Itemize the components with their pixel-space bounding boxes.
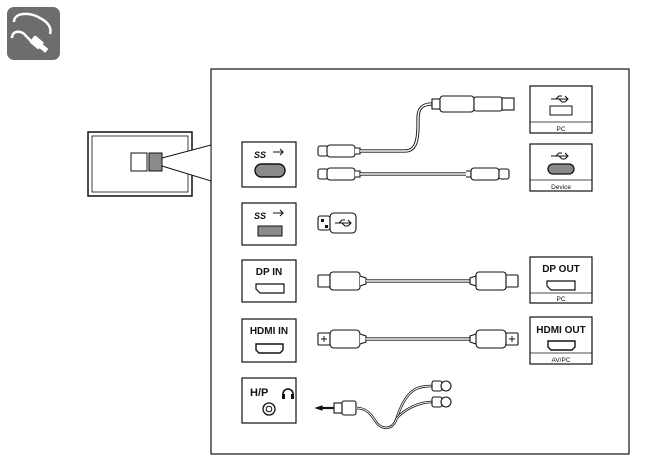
usb-c-to-a-cable (317, 95, 515, 158)
dp-out-label: DP OUT (542, 264, 580, 275)
usb-icon (551, 95, 569, 103)
headphone-symbol-icon (282, 388, 294, 397)
device-usb-c-box: Device (529, 143, 593, 192)
hdmi-out-box: HDMI OUT AV/PC (529, 316, 593, 365)
dp-in-label: DP IN (256, 267, 283, 278)
hdmi-in-port-box: HDMI IN (241, 318, 297, 363)
usb-icon (335, 219, 352, 227)
hdmi-out-label: HDMI OUT (536, 325, 585, 336)
displayport-cable (317, 271, 519, 291)
usb-c-port-box: SS (241, 141, 297, 188)
hdmi-in-label: HDMI IN (250, 326, 288, 337)
usb-a-usb-symbol (273, 209, 284, 217)
usb-c-port-icon (254, 163, 286, 178)
pc-usb-box: PC (529, 85, 593, 134)
pc-usb-caption: PC (556, 126, 565, 133)
usb-a-ss-label: SS (254, 211, 266, 221)
dp-in-port-box: DP IN (241, 259, 297, 303)
earphone-cable (314, 380, 452, 429)
usb-a-port-icon (257, 225, 283, 237)
usb-c-usb-symbol (273, 148, 284, 156)
usb-icon (551, 152, 569, 160)
device-usb-c-caption: Device (551, 184, 571, 191)
usb-c-to-c-cable (317, 167, 510, 181)
port-cluster-icon (130, 152, 148, 172)
usb-c-ss-label: SS (254, 150, 266, 160)
displayport-icon (255, 283, 285, 294)
headphone-port-box: H/P (241, 377, 297, 424)
dp-out-box: DP OUT PC (529, 256, 593, 304)
usb-flash-drive (317, 212, 357, 234)
hdmi-icon (255, 343, 284, 354)
hdmi-cable (317, 329, 519, 349)
headphone-label: H/P (250, 387, 268, 399)
hdmi-out-caption: AV/PC (551, 357, 570, 364)
monitor-back (87, 131, 212, 197)
cable-icon (7, 7, 60, 60)
hdmi-icon (547, 340, 576, 351)
displayport-icon (546, 280, 576, 291)
usb-a-port-box: SS (241, 202, 297, 246)
dp-out-caption: PC (556, 296, 565, 303)
